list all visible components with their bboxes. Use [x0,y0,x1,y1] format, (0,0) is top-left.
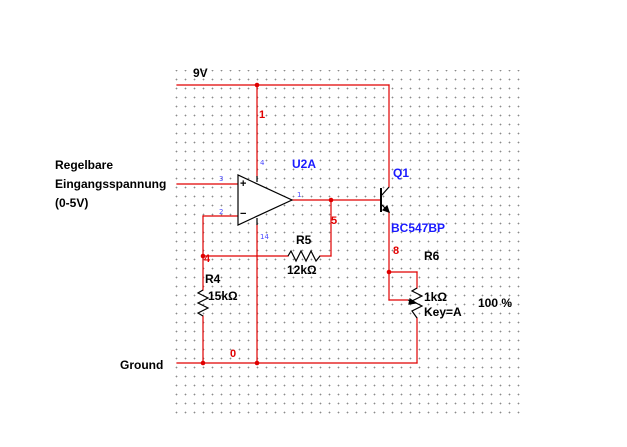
r6-setting-label: 100 % [478,296,513,310]
net-label-0: 0 [230,348,237,360]
wiper-arrow-icon[interactable] [407,298,418,305]
input-label-line3: (0-5V) [55,196,89,210]
junction-dot [328,197,334,203]
junction-dot [200,360,206,366]
net-label-5: 5 [331,215,338,227]
opamp-ref-label: U2A [292,157,317,171]
transistor-ref-label: Q1 [393,166,410,180]
supply-label: 9V [193,66,208,80]
opamp-symbol[interactable] [237,174,294,226]
net-label-1: 1 [259,109,266,121]
grid-blank-left [0,0,175,447]
pin-vee: 14 [260,233,269,241]
transistor-symbol[interactable] [380,186,390,213]
resistor-r4[interactable] [196,289,210,317]
resistor-r5[interactable] [287,249,321,263]
net-label-4: 4 [204,253,211,265]
transistor-model-label: BC547BP [391,221,446,235]
opamp-minus-sign: − [240,208,247,220]
pin-plus-in: 3 [219,175,224,183]
junction-dot [254,82,260,88]
r4-ref-label: R4 [205,272,221,286]
pin-vcc: 4 [260,159,265,167]
r6-key-label: Key=A [424,305,462,319]
net-label-8: 8 [393,245,400,257]
r6-ref-label: R6 [424,249,440,263]
junction-dot [200,253,206,259]
ground-label: Ground [120,358,164,372]
junction-dot [386,269,392,275]
input-label-line1: Regelbare [55,158,114,172]
r5-value-label: 12kΩ [287,263,317,277]
opamp-plus-sign: + [240,178,247,190]
r5-ref-label: R5 [296,233,312,247]
pin-out: 1 [297,191,302,199]
input-label-line2: Eingangsspannung [55,177,167,191]
r6-value-label: 1kΩ [424,290,447,304]
pin-minus-in: 2 [219,208,224,216]
r4-value-label: 15kΩ [208,289,238,303]
junction-dot [254,360,260,366]
grid-blank-right [522,0,627,447]
